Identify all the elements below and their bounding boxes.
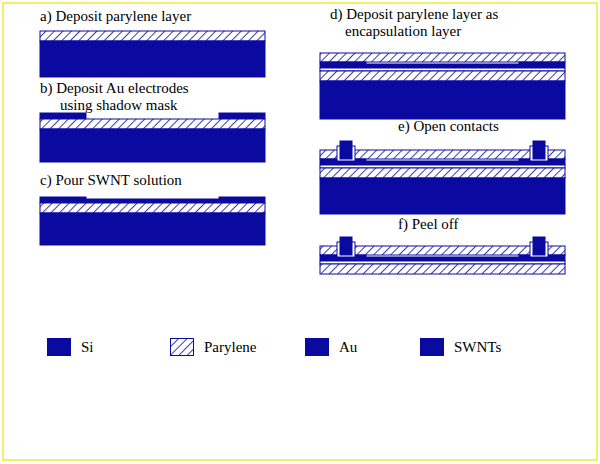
step-caption: b) Deposit Au electrodes using shadow ma… — [40, 80, 222, 114]
step-caption: d) Deposit parylene layer as encapsulati… — [330, 6, 507, 40]
legend-label: SWNTs — [454, 339, 501, 356]
legend-hatch-sample — [170, 338, 194, 356]
legend-label: Si — [81, 339, 94, 356]
step-caption: f) Peel off — [398, 216, 459, 233]
legend-item: Si — [47, 338, 94, 356]
legend-item: Au — [305, 338, 357, 356]
legend-swatch — [305, 338, 329, 356]
legend-swatch — [420, 338, 444, 356]
frame — [3, 3, 597, 460]
cross-sections — [40, 31, 565, 274]
step-caption: a) Deposit parylene layer — [40, 8, 191, 25]
legend-swatch — [47, 338, 71, 356]
legend-item: Parylene — [170, 338, 256, 356]
step-caption: c) Pour SWNT solution — [40, 172, 182, 189]
legend-label: Au — [339, 339, 357, 356]
legend-label: Parylene — [204, 339, 256, 356]
legend-item: SWNTs — [420, 338, 501, 356]
step-caption: e) Open contacts — [398, 118, 499, 135]
